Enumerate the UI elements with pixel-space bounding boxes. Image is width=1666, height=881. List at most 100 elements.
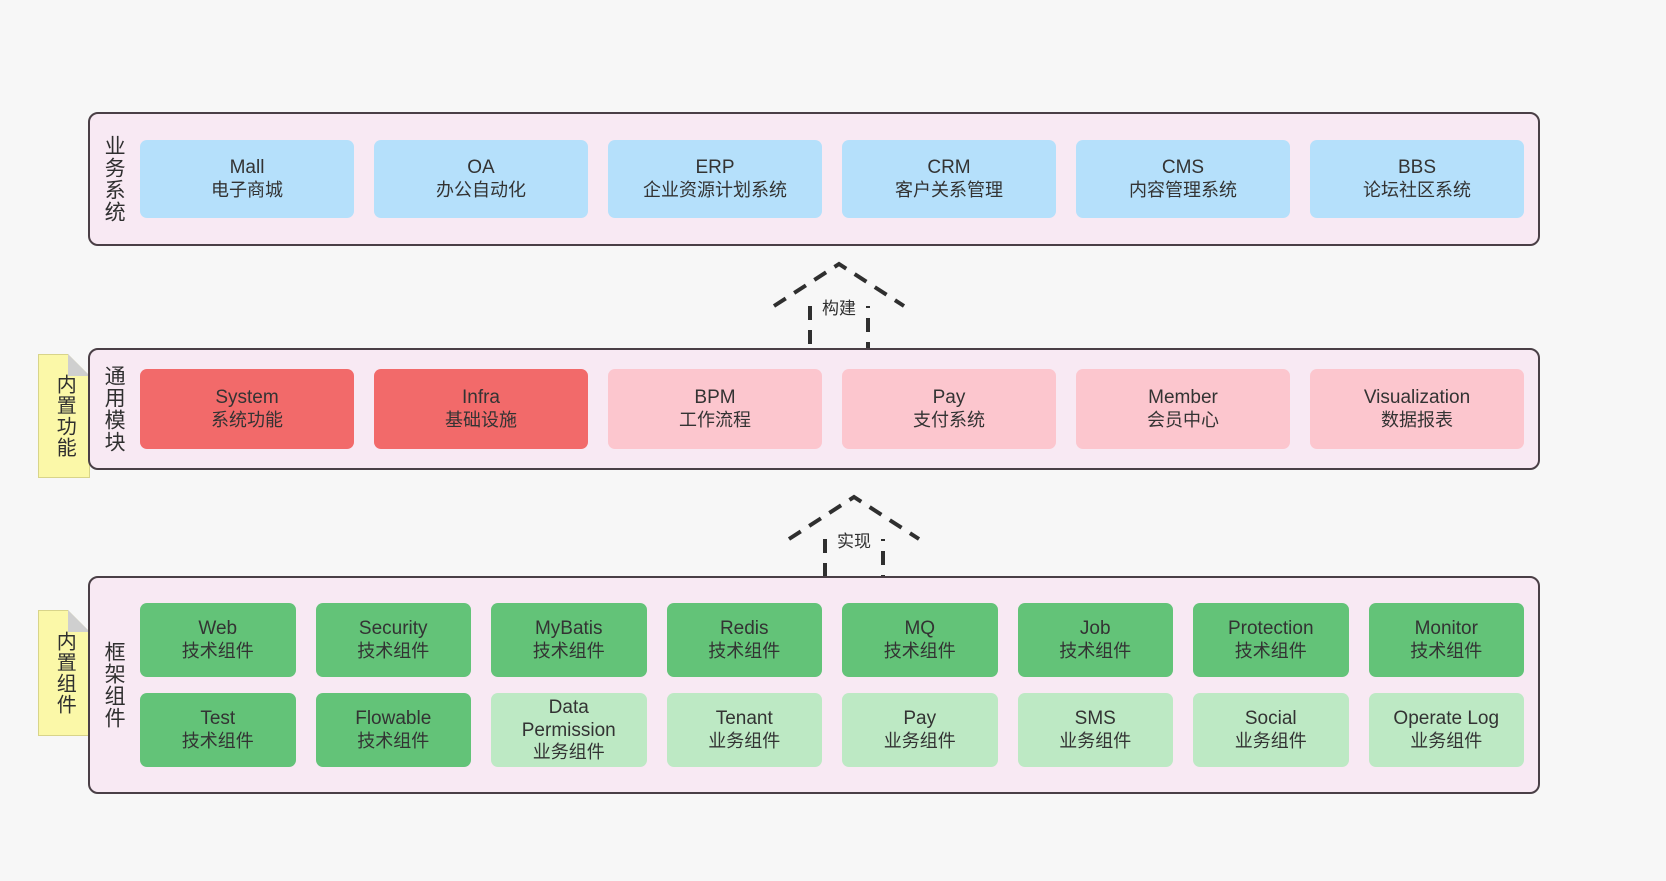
node-test[interactable]: Test 技术组件 [140, 693, 296, 767]
layer-title-general-module: 通用模块 [102, 365, 126, 453]
node-title-cn: 技术组件 [1234, 640, 1307, 661]
layer-framework-component: 框架组件 Web 技术组件 Security 技术组件 MyBatis 技术组件… [88, 576, 1540, 794]
node-title-en: Job [1079, 618, 1111, 640]
node-title-cn: 内容管理系统 [1129, 179, 1237, 200]
node-title-cn: 基础设施 [445, 409, 517, 430]
node-web[interactable]: Web 技术组件 [140, 603, 296, 677]
node-title-en: BPM [694, 387, 736, 409]
node-crm[interactable]: CRM 客户关系管理 [842, 140, 1056, 218]
node-title-cn: 客户关系管理 [895, 179, 1003, 200]
node-title-en: MyBatis [534, 618, 603, 640]
node-mq[interactable]: MQ 技术组件 [842, 603, 998, 677]
node-redis[interactable]: Redis 技术组件 [666, 603, 822, 677]
node-title-en: Infra [461, 387, 501, 409]
node-title-en: Visualization [1363, 387, 1471, 409]
node-member[interactable]: Member 会员中心 [1076, 369, 1290, 449]
node-cms[interactable]: CMS 内容管理系统 [1076, 140, 1290, 218]
module-node-row: System 系统功能 Infra 基础设施 BPM 工作流程 Pay 支付系统… [140, 369, 1524, 449]
node-title-cn: 技术组件 [357, 640, 430, 661]
node-title-en: OA [467, 157, 495, 179]
node-title-cn: 电子商城 [211, 179, 283, 200]
node-title-cn: 技术组件 [181, 730, 254, 751]
node-title-en: Pay [932, 387, 966, 409]
connector-build-label: 构建 [822, 299, 856, 318]
note-builtin-function: 内置功能 [38, 354, 90, 478]
node-job[interactable]: Job 技术组件 [1017, 603, 1173, 677]
node-bpm[interactable]: BPM 工作流程 [608, 369, 822, 449]
node-title-cn: 业务组件 [1234, 730, 1307, 751]
node-operate-log[interactable]: Operate Log 业务组件 [1368, 693, 1524, 767]
node-title-cn: 数据报表 [1381, 409, 1453, 430]
layer-title-framework-component: 框架组件 [102, 641, 126, 729]
node-title-en: Data Permission [521, 696, 616, 742]
layer-title-business-system: 业务系统 [102, 135, 126, 223]
node-sms[interactable]: SMS 业务组件 [1017, 693, 1173, 767]
node-data-permission[interactable]: Data Permission 业务组件 [491, 693, 647, 767]
layer-body-business-system: Mall 电子商城 OA 办公自动化 ERP 企业资源计划系统 CRM 客户关系… [136, 114, 1538, 244]
node-security[interactable]: Security 技术组件 [315, 603, 471, 677]
layer-body-general-module: System 系统功能 Infra 基础设施 BPM 工作流程 Pay 支付系统… [136, 350, 1538, 468]
node-tenant[interactable]: Tenant 业务组件 [666, 693, 822, 767]
node-title-cn: 支付系统 [913, 409, 985, 430]
node-infra[interactable]: Infra 基础设施 [374, 369, 588, 449]
node-title-en: CMS [1161, 157, 1205, 179]
node-title-cn: 办公自动化 [436, 179, 526, 200]
node-title-cn: 工作流程 [679, 409, 751, 430]
node-mall[interactable]: Mall 电子商城 [140, 140, 354, 218]
component-tech-row: Web 技术组件 Security 技术组件 MyBatis 技术组件 Redi… [140, 603, 1524, 677]
node-title-en: Flowable [355, 708, 432, 730]
node-mybatis[interactable]: MyBatis 技术组件 [491, 603, 647, 677]
node-monitor[interactable]: Monitor 技术组件 [1368, 603, 1524, 677]
node-flowable[interactable]: Flowable 技术组件 [315, 693, 471, 767]
node-title-cn: 论坛社区系统 [1363, 179, 1471, 200]
node-pay-component[interactable]: Pay 业务组件 [842, 693, 998, 767]
node-title-en: Operate Log [1393, 708, 1500, 730]
connector-build: 构建 [764, 256, 914, 352]
node-title-cn: 技术组件 [708, 640, 781, 661]
node-title-en: Protection [1227, 618, 1314, 640]
node-title-en: System [215, 387, 279, 409]
node-title-cn: 技术组件 [532, 640, 605, 661]
node-erp[interactable]: ERP 企业资源计划系统 [608, 140, 822, 218]
connector-implement: 实现 [779, 489, 929, 585]
node-visualization[interactable]: Visualization 数据报表 [1310, 369, 1524, 449]
node-title-en: Member [1148, 387, 1218, 409]
node-title-en: Mall [229, 157, 265, 179]
node-title-cn: 业务组件 [532, 742, 605, 763]
node-protection[interactable]: Protection 技术组件 [1193, 603, 1349, 677]
node-title-cn: 技术组件 [1410, 640, 1483, 661]
node-title-cn: 技术组件 [883, 640, 956, 661]
node-pay-module[interactable]: Pay 支付系统 [842, 369, 1056, 449]
node-system[interactable]: System 系统功能 [140, 369, 354, 449]
node-social[interactable]: Social 业务组件 [1193, 693, 1349, 767]
node-title-en: ERP [695, 157, 735, 179]
node-title-cn: 业务组件 [1410, 730, 1483, 751]
node-title-cn: 技术组件 [181, 640, 254, 661]
layer-general-module: 通用模块 System 系统功能 Infra 基础设施 BPM 工作流程 Pay… [88, 348, 1540, 470]
node-oa[interactable]: OA 办公自动化 [374, 140, 588, 218]
connector-implement-label: 实现 [837, 532, 871, 551]
node-title-en: Monitor [1414, 618, 1478, 640]
node-title-en: SMS [1074, 708, 1116, 730]
node-title-en: Pay [903, 708, 937, 730]
node-title-cn: 系统功能 [211, 409, 283, 430]
node-title-en: Security [358, 618, 428, 640]
node-title-cn: 企业资源计划系统 [643, 179, 787, 200]
note-builtin-component: 内置组件 [38, 610, 90, 736]
node-title-en: Social [1244, 708, 1297, 730]
node-bbs[interactable]: BBS 论坛社区系统 [1310, 140, 1524, 218]
layer-body-framework-component: Web 技术组件 Security 技术组件 MyBatis 技术组件 Redi… [136, 578, 1538, 792]
node-title-en: Web [198, 618, 238, 640]
node-title-en: Redis [719, 618, 769, 640]
node-title-cn: 会员中心 [1147, 409, 1219, 430]
node-title-cn: 业务组件 [708, 730, 781, 751]
node-title-cn: 技术组件 [1059, 640, 1132, 661]
node-title-en: MQ [904, 618, 936, 640]
layer-business-system: 业务系统 Mall 电子商城 OA 办公自动化 ERP 企业资源计划系统 CRM… [88, 112, 1540, 246]
node-title-en: Tenant [715, 708, 773, 730]
node-title-en: CRM [927, 157, 971, 179]
node-title-cn: 技术组件 [357, 730, 430, 751]
business-node-row: Mall 电子商城 OA 办公自动化 ERP 企业资源计划系统 CRM 客户关系… [140, 140, 1524, 218]
node-title-en: Test [200, 708, 236, 730]
